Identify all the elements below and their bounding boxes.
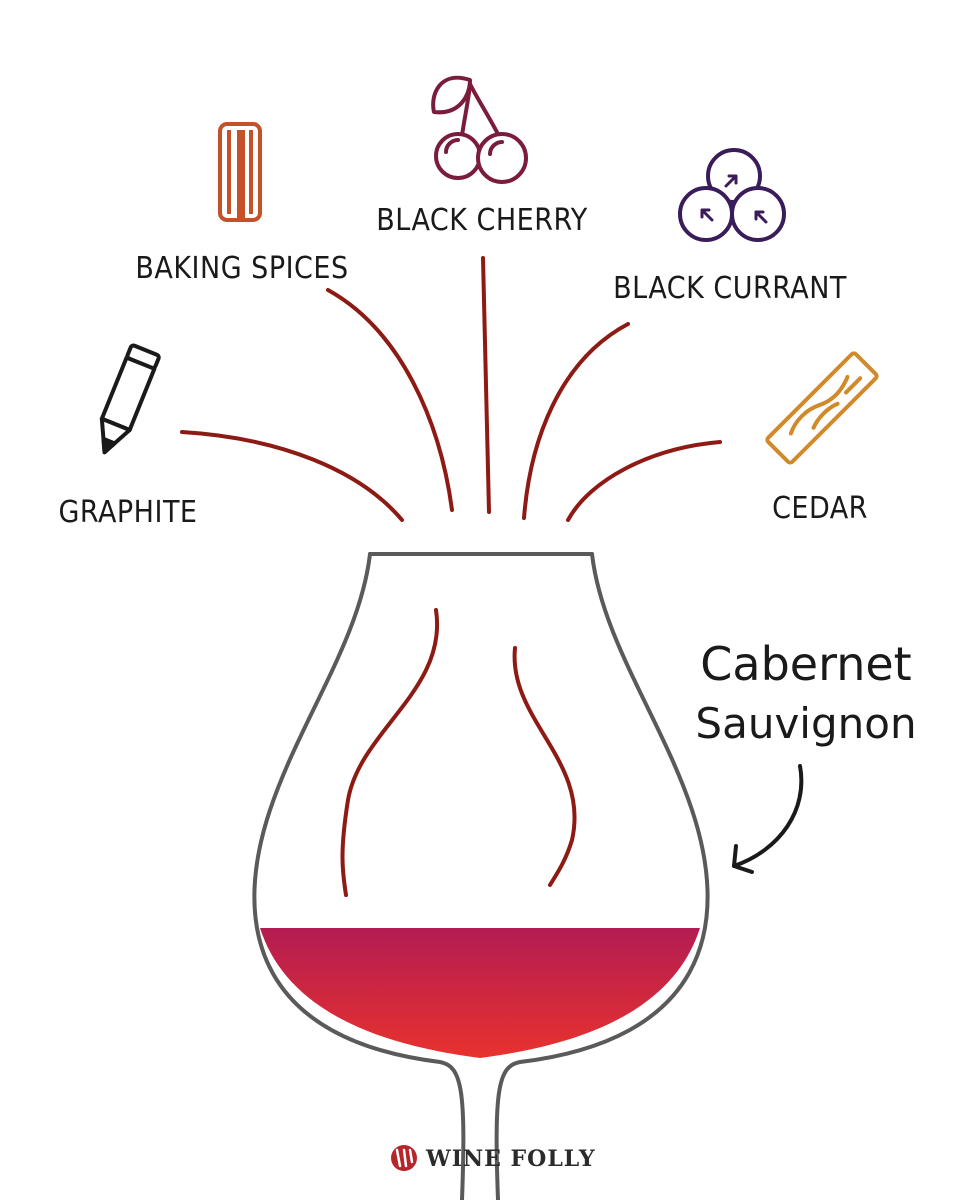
swirl-right bbox=[512, 646, 577, 887]
aroma-label-cedar: CEDAR bbox=[772, 491, 868, 526]
wine-name-line-1-text: Cabernet bbox=[700, 637, 911, 691]
aroma-line-black-cherry bbox=[481, 256, 491, 514]
swirl-left bbox=[340, 608, 440, 897]
aroma-line-black-currant bbox=[522, 322, 630, 520]
cedar-wood-icon bbox=[765, 351, 879, 465]
wine-liquid bbox=[260, 928, 700, 1058]
wine-name-line-2-text: Sauvignon bbox=[695, 699, 916, 748]
aroma-label-graphite: GRAPHITE bbox=[59, 495, 198, 530]
wine-folly-logo-icon bbox=[391, 1145, 417, 1171]
aroma-label-baking-spices: BAKING SPICES bbox=[135, 251, 348, 286]
wine-name-line-2: Sauvignon bbox=[695, 699, 916, 748]
aroma-label-black-currant: BLACK CURRANT bbox=[613, 271, 847, 306]
cinnamon-sticks-icon bbox=[218, 122, 262, 222]
aroma-line-cedar bbox=[566, 440, 722, 522]
aroma-label-black-cherry: BLACK CHERRY bbox=[376, 203, 588, 238]
pointer-arrow-icon bbox=[732, 764, 804, 874]
glass-aroma-swirls bbox=[340, 608, 577, 897]
wine-glass bbox=[252, 552, 710, 1200]
aroma-lines bbox=[180, 256, 722, 522]
brand-name: WINE FOLLY bbox=[425, 1146, 596, 1172]
aroma-line-graphite bbox=[180, 430, 404, 522]
aroma-line-baking-spices bbox=[326, 288, 454, 512]
pencil-icon bbox=[99, 343, 161, 455]
cherry-icon bbox=[431, 75, 528, 184]
brand: WINE FOLLY bbox=[391, 1145, 596, 1172]
wine-name-line-1: Cabernet bbox=[700, 637, 911, 691]
black-currant-icon bbox=[678, 148, 786, 242]
